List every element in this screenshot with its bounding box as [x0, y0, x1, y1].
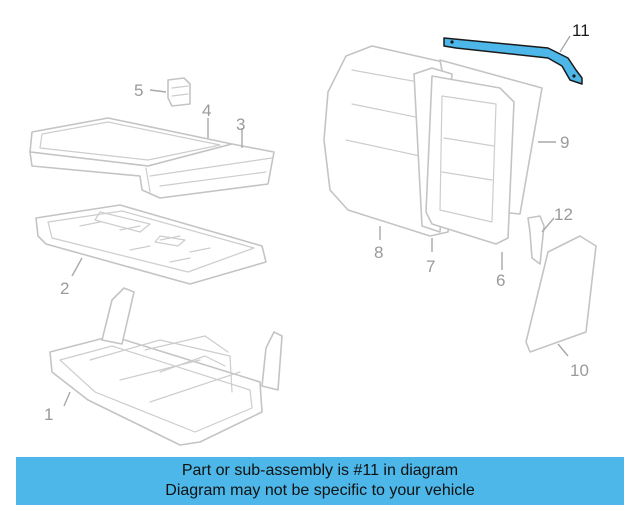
callout-7: 7	[426, 257, 435, 276]
callout-9: 9	[560, 133, 569, 152]
callout-11: 11	[572, 21, 590, 40]
callout-3: 3	[236, 115, 245, 134]
banner-line-disclaimer: Diagram may not be specific to your vehi…	[165, 482, 475, 499]
part-10-side-shield	[525, 235, 597, 353]
part-1-seat-frame	[49, 287, 283, 446]
leader-lines	[63, 35, 571, 407]
callout-4: 4	[202, 101, 211, 120]
part-6-backrest-frame	[425, 75, 515, 245]
callout-6: 6	[496, 271, 505, 290]
callout-2: 2	[60, 279, 69, 298]
callout-5: 5	[134, 81, 143, 100]
callout-1: 1	[44, 405, 53, 424]
parts-diagram: 1 2 3 4 5 6 7 8 9 10 11 12	[29, 21, 597, 446]
part-12-bracket	[527, 215, 545, 265]
info-banner: Part or sub-assembly is #11 in diagram D…	[16, 457, 624, 505]
part-3-cushion-cover	[29, 143, 275, 199]
part-5-clip	[167, 77, 191, 107]
callout-10: 10	[570, 361, 589, 380]
banner-line-part: Part or sub-assembly is #11 in diagram	[181, 462, 459, 479]
callout-12: 12	[554, 205, 573, 224]
part-2-cushion-pan	[35, 204, 267, 285]
part-11-strap	[443, 37, 583, 85]
callout-8: 8	[374, 243, 383, 262]
